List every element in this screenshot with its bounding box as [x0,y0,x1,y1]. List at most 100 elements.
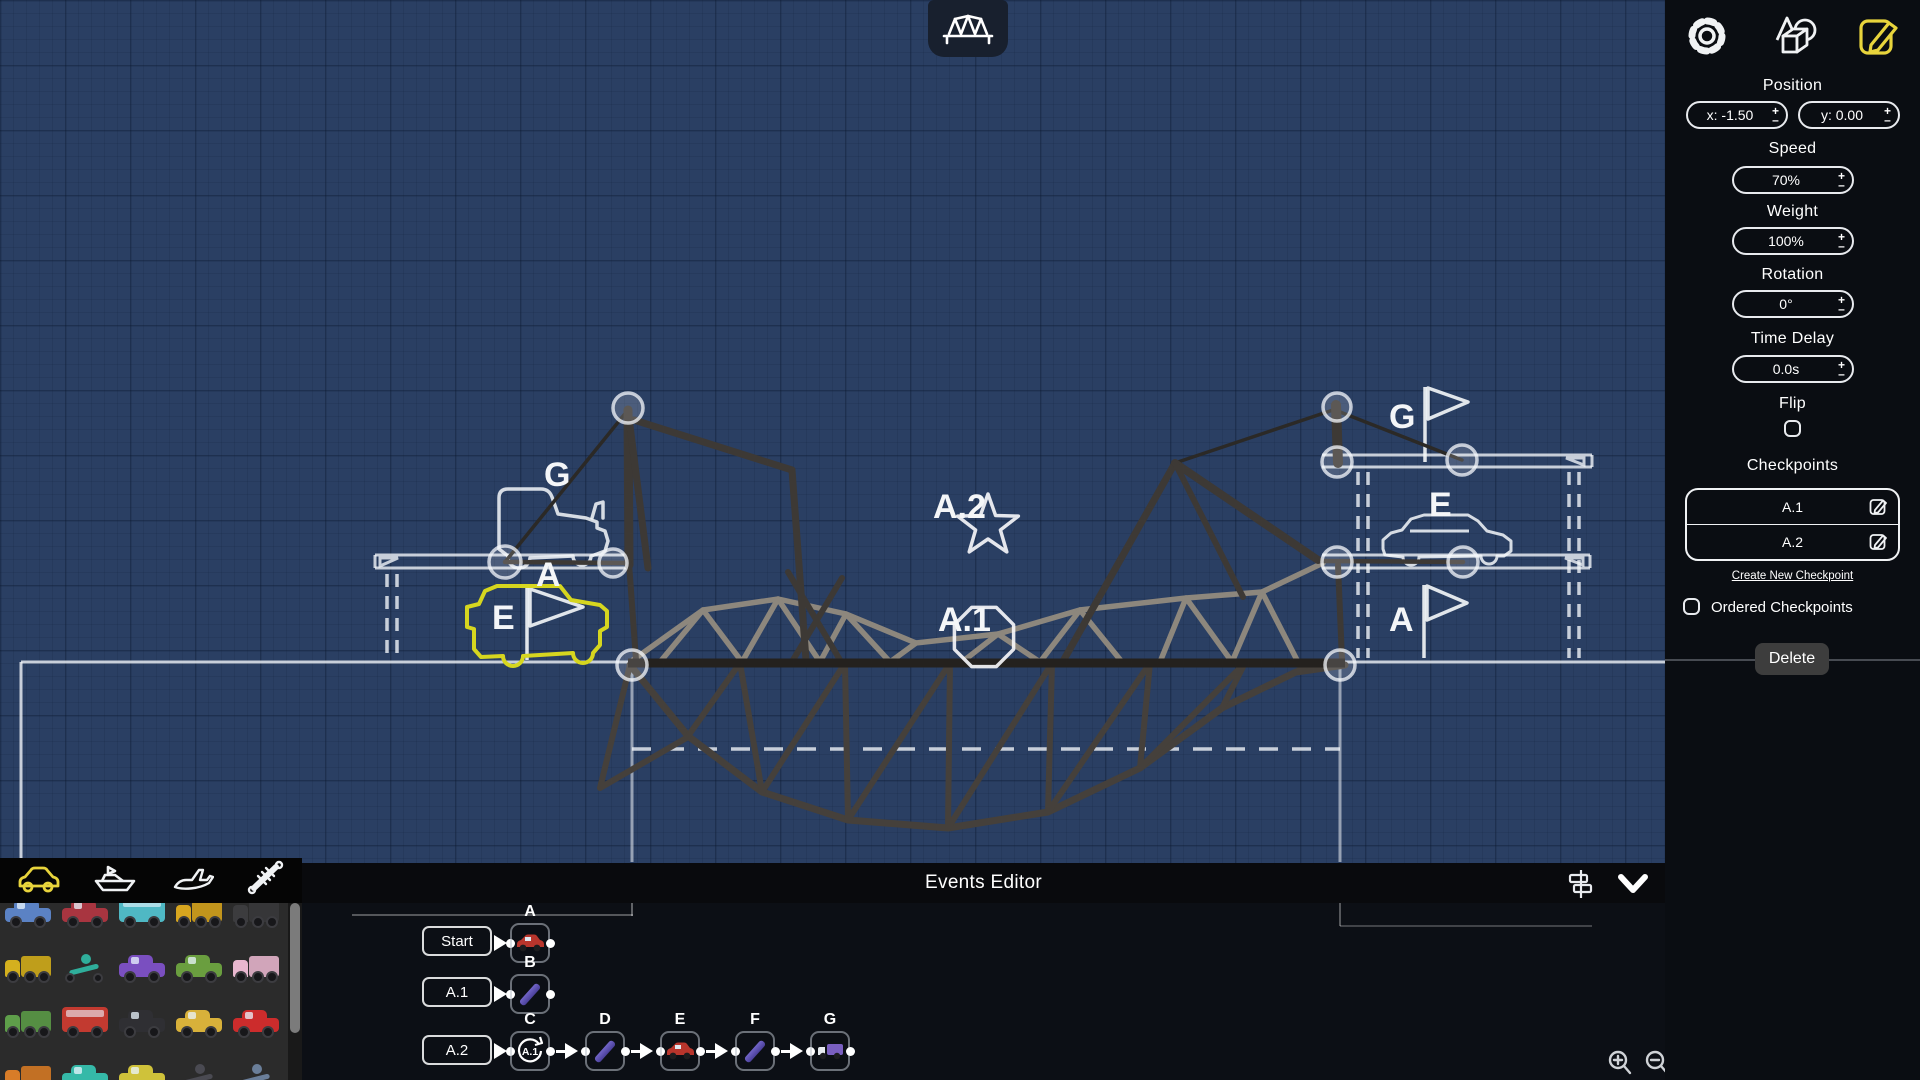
checkpoint-row[interactable]: A.2 [1687,524,1898,559]
checkpoint-edit-icon[interactable] [1868,496,1890,523]
zoom-in-icon[interactable] [1605,1048,1635,1080]
tab-boats[interactable] [92,861,138,900]
tab-cars[interactable] [15,861,61,900]
connector-dot [845,1046,855,1056]
connector-dot [620,1046,630,1056]
vehicle-thumbnail-car[interactable] [57,1046,113,1080]
connector-arrow [494,935,507,951]
checkpoint-star-a2[interactable] [955,492,1021,554]
checkpoint-flag-a-right[interactable] [1422,584,1469,658]
vehicle-thumbnail-truck[interactable] [228,903,284,936]
event-node-d[interactable] [585,1031,625,1071]
rotation-increment-button[interactable]: + [1837,292,1845,307]
vehicle-thumbnail-scooter[interactable] [171,1046,227,1080]
rotation-stepper[interactable]: 0° +– [1732,290,1854,318]
speed-stepper[interactable]: 70% +– [1732,166,1854,194]
speed-increment-button[interactable]: + [1837,168,1845,183]
ordered-checkpoints-label: Ordered Checkpoints [1711,599,1853,616]
bridge-cables[interactable] [503,408,1464,564]
vehicle-thumbnail-car[interactable] [114,936,170,991]
timeline-icon[interactable] [1565,869,1597,904]
vehicle-thumbnail-car[interactable] [114,1046,170,1080]
vehicle-thumbnail-car[interactable] [57,903,113,936]
vehicle-thumbnail-car[interactable] [171,936,227,991]
bulldozer-vehicle-g[interactable] [497,487,610,570]
vehicle-thumbnail-truck[interactable] [0,936,56,991]
vehicle-thumbnail-truck[interactable] [0,1046,56,1080]
weight-increment-button[interactable]: + [1837,229,1845,244]
tab-planes[interactable] [168,860,215,901]
tab-tools[interactable] [245,859,287,902]
checkpoint-row[interactable]: A.1 [1687,490,1898,524]
palette-grid [0,903,288,1080]
vehicle-thumbnail-truck[interactable] [171,903,227,936]
x-increment-button[interactable]: + [1771,103,1779,118]
vehicle-thumbnail-car[interactable] [114,991,170,1046]
event-node-f[interactable] [735,1031,775,1071]
bridge-menu-button[interactable] [928,0,1008,57]
checkpoint-octagon-a1[interactable] [952,605,1016,669]
palette-scrollbar-thumb[interactable] [290,903,300,1033]
bridge-icon [942,14,994,44]
vehicle-thumbnail-car[interactable] [228,991,284,1046]
repeat-checkpoint-icon: A.1 [517,1036,544,1063]
bridge-dark-beams[interactable] [502,400,1466,832]
position-x-stepper[interactable]: x: -1.50 +– [1686,101,1788,129]
weight-stepper[interactable]: 100% +– [1732,227,1854,255]
vehicle-thumbnail-scooter[interactable] [57,936,113,991]
connector-dot [545,938,555,948]
vehicle-thumbnail-car[interactable] [171,991,227,1046]
weight-value: 100% [1768,233,1804,249]
speed-decrement-button[interactable]: – [1838,177,1845,192]
event-node-b[interactable] [510,974,550,1014]
checkpoint-edit-icon[interactable] [1868,531,1890,558]
vehicle-thumbnail-car[interactable] [0,903,56,936]
delay-decrement-button[interactable]: – [1838,366,1845,381]
y-decrement-button[interactable]: – [1884,112,1891,127]
time-delay-stepper[interactable]: 0.0s +– [1732,355,1854,383]
palette-scrollbar[interactable] [288,903,302,1080]
event-node-g[interactable] [810,1031,850,1071]
anchor-points[interactable] [487,391,1480,682]
event-node-c[interactable]: A.1 [510,1031,550,1071]
terrain-echo-line [352,914,633,916]
bridge-arch-beams[interactable] [630,560,1326,665]
collapse-chevron-icon[interactable] [1613,869,1653,904]
suv-vehicle-e-right[interactable] [1381,513,1513,567]
label-star-a2: A.2 [933,488,986,526]
flip-checkbox[interactable] [1784,420,1801,437]
vehicle-thumbnail-truck[interactable] [228,936,284,991]
shapes-mode-icon[interactable] [1767,12,1819,65]
event-trigger-start[interactable]: Start [422,926,492,956]
edit-pencil-icon[interactable] [1856,12,1902,65]
vehicle-thumbnail-bus[interactable] [57,991,113,1046]
event-node-a[interactable] [510,923,550,963]
time-delay-value: 0.0s [1772,361,1800,377]
y-increment-button[interactable]: + [1883,103,1891,118]
event-node-e[interactable] [660,1031,700,1071]
vehicle-thumbnail-scooter[interactable] [228,1046,284,1080]
truck-icon [818,1044,843,1060]
event-trigger-a.2[interactable]: A.2 [422,1035,492,1065]
event-node-letter: D [599,1011,611,1028]
create-new-checkpoint-link[interactable]: Create New Checkpoint [1731,570,1854,582]
weight-decrement-button[interactable]: – [1838,238,1845,253]
ordered-checkpoints-checkbox[interactable] [1683,598,1700,615]
speed-heading: Speed [1768,140,1817,157]
vehicle-thumbnail-truck[interactable] [0,991,56,1046]
settings-gear-icon[interactable] [1684,13,1730,64]
selected-vehicle-e-yellow[interactable] [465,584,609,668]
checkpoint-flag-a-left[interactable] [525,587,585,660]
checkpoint-name: A.1 [1781,499,1803,515]
event-trigger-a.1[interactable]: A.1 [422,977,492,1007]
speed-value: 70% [1771,172,1800,188]
rotation-decrement-button[interactable]: – [1838,301,1845,316]
vehicle-thumbnail-bus[interactable] [114,903,170,936]
position-y-stepper[interactable]: y: 0.00 +– [1798,101,1900,129]
checkpoint-flag-g-right[interactable] [1423,386,1470,462]
label-right-a: A [1389,601,1414,639]
delay-increment-button[interactable]: + [1837,357,1845,372]
connector-bar [631,1049,641,1053]
x-decrement-button[interactable]: – [1772,112,1779,127]
delete-button[interactable]: Delete [1755,643,1829,675]
